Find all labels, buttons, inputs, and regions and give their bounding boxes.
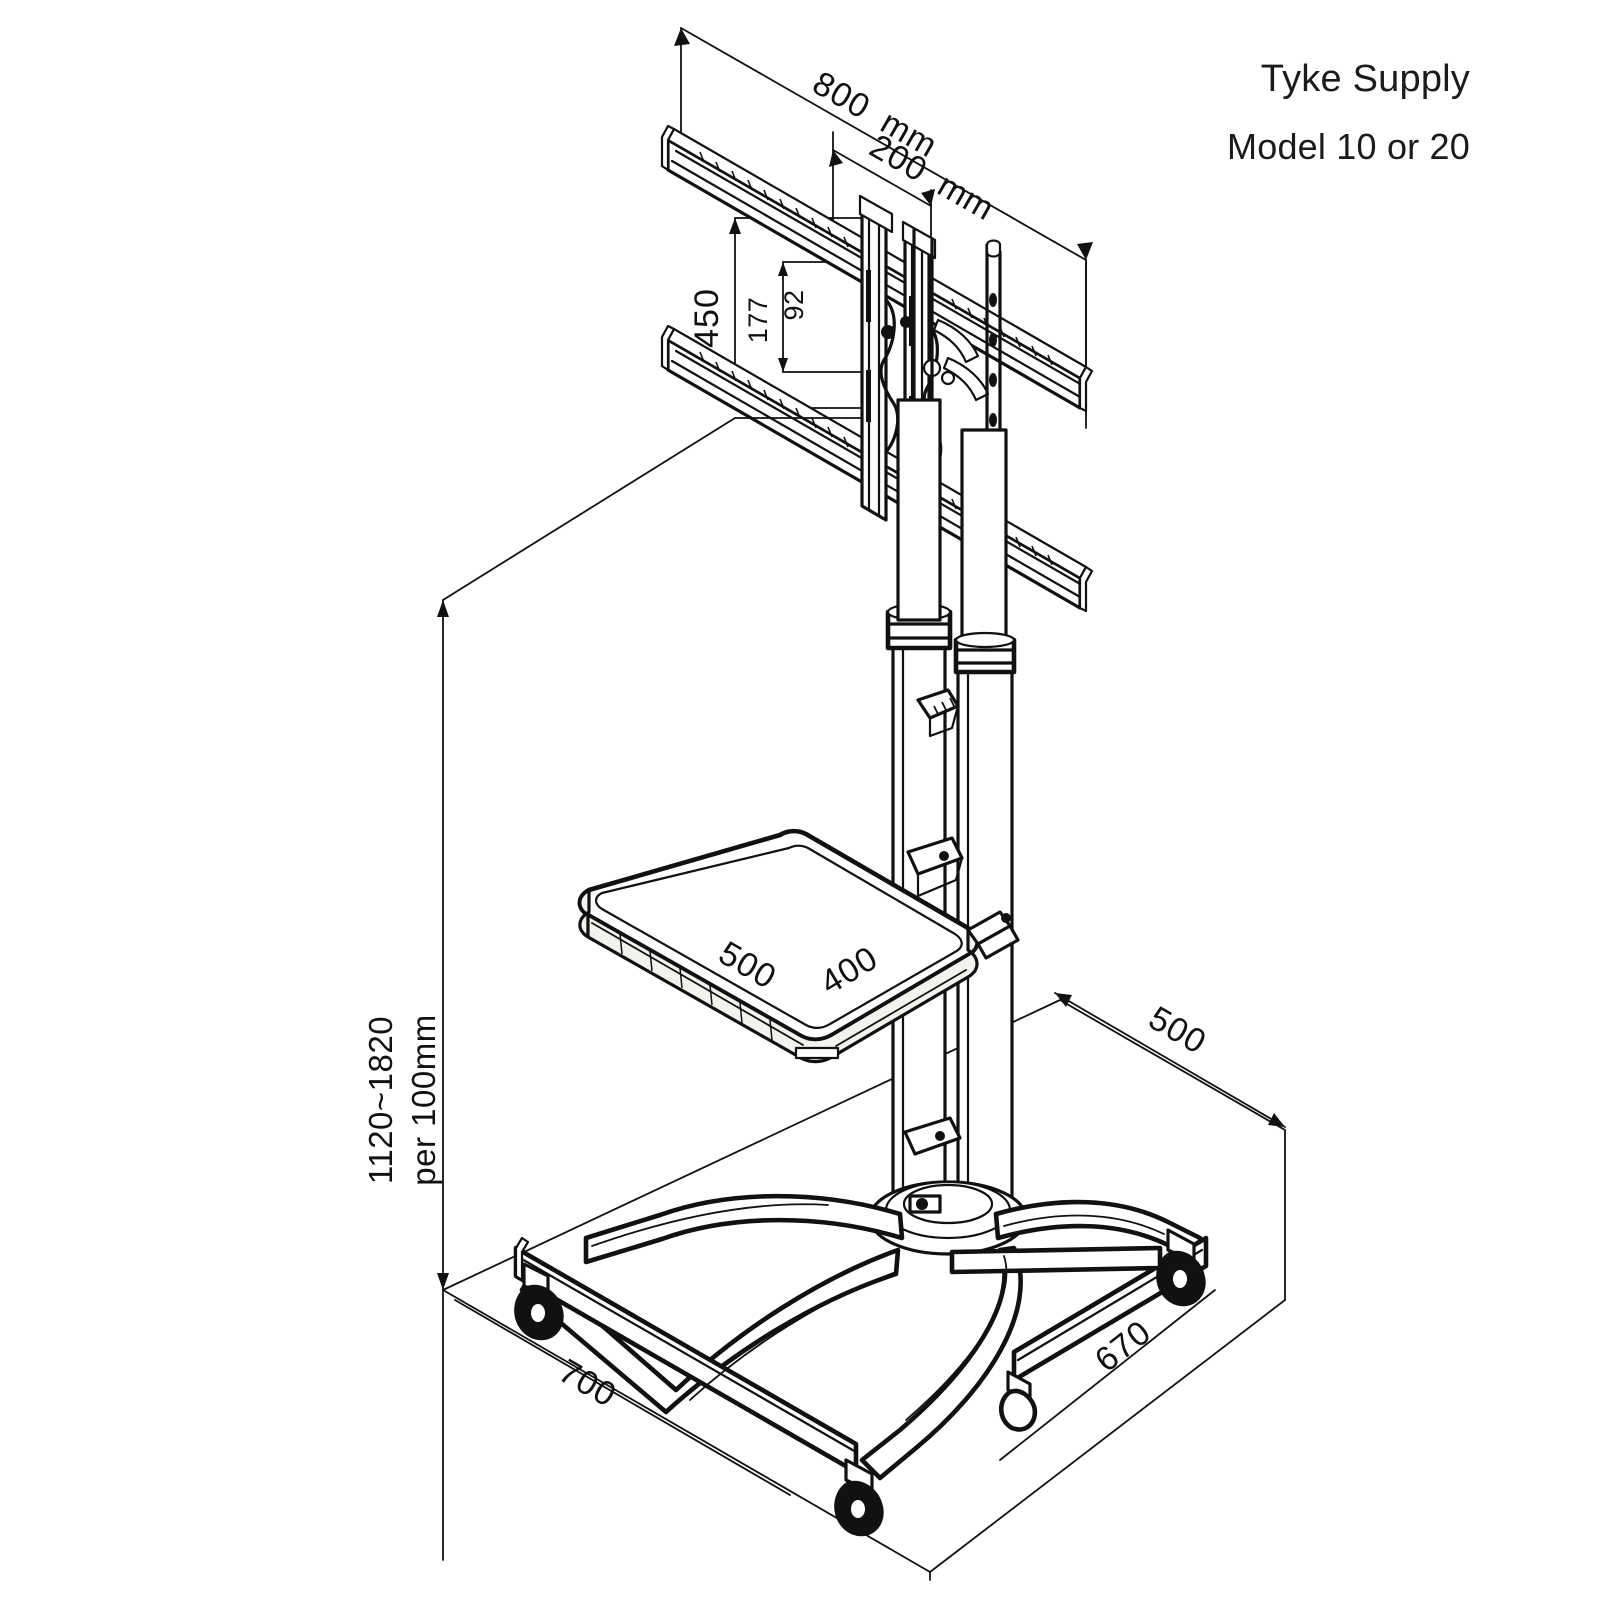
base-leg-front-right-line — [905, 1255, 1008, 1421]
lower-rail-right-cap — [1078, 565, 1094, 613]
column-cable-clip-underside — [928, 704, 960, 738]
base-hub-bolt — [916, 1198, 928, 1210]
caster-back-wheel — [998, 1388, 1038, 1432]
dim-arrow-bot-177 — [778, 358, 788, 372]
company-name: Tyke Supply — [1260, 58, 1470, 100]
column-lower-bolt — [935, 1131, 945, 1141]
dim-label-height-increment: per 100mm — [405, 1014, 442, 1185]
bracket-pivot-bolt-2 — [900, 316, 912, 328]
column-rear-collar-top-ellipse — [954, 631, 1016, 649]
caster-left-hub — [531, 1304, 545, 1322]
dim-arrow-right-800 — [1077, 242, 1093, 260]
envelope-top-left-slant — [442, 417, 736, 601]
base-leg-back-right-line — [1003, 1214, 1165, 1235]
dim-label-200-unit: mm — [931, 166, 1001, 228]
bracket-pivot-bolt-1 — [881, 325, 895, 339]
caster-wheel — [998, 1370, 1038, 1432]
shelf-inner-outline — [594, 844, 963, 1029]
base-bar-left-line — [518, 1256, 858, 1454]
bracket-left-slot-2 — [866, 370, 871, 422]
shelf-edge-line-1 — [591, 922, 804, 1046]
shelf-mount-bracket-underside — [916, 856, 964, 898]
caster-wheels-group — [514, 1228, 1206, 1537]
curved-base-frame — [513, 1193, 1209, 1481]
base-bar-left-cap-a — [514, 1236, 530, 1282]
shelf-tab-bolt — [1001, 913, 1011, 923]
dim-line-base-500 — [1054, 992, 1286, 1128]
title-block: Tyke Supply Model 10 or 20 — [1227, 58, 1470, 168]
caster-wheel — [834, 1458, 884, 1537]
bracket-left-slot-1 — [866, 270, 871, 322]
dim-arrow-base-500-b — [1268, 1113, 1285, 1127]
lower-rail-slot-hatch — [699, 351, 1053, 566]
base-leg-front-right — [859, 1245, 1023, 1481]
base-hub-plate-inner — [884, 1180, 1012, 1240]
lower-rail-left-cap — [660, 324, 676, 372]
accessory-shelf: 500 400 — [577, 828, 1020, 1064]
dim-label-base-500: 500 — [1142, 999, 1213, 1062]
base-leg-back-left — [583, 1193, 905, 1265]
dim-arrow-right-200 — [921, 189, 935, 206]
dim-arrow-bot-height — [437, 1273, 449, 1290]
dim-line-800 — [680, 27, 1087, 261]
caster-wheel — [514, 1262, 564, 1341]
dim-line-base-670 — [999, 1289, 1216, 1461]
base-leg-front-left-line — [689, 1271, 897, 1401]
column-cable-clip-hatch — [933, 697, 955, 715]
caster-right-hub — [1173, 1270, 1187, 1288]
dim-arrow-top-height — [437, 600, 449, 617]
floorbox-edge-front-right — [929, 1299, 1286, 1573]
upper-rail-left-cap — [660, 124, 676, 172]
floorbox-edge-back-right — [1059, 999, 1286, 1131]
shelf-edge-front — [586, 913, 979, 1064]
bracket-tilt-arm-2 — [942, 356, 990, 402]
bracket-top-knuckle-2 — [901, 220, 937, 260]
column-front-upper-body — [896, 398, 942, 622]
dim-label-800: 800 — [806, 64, 877, 127]
leader-lines-group — [734, 414, 1087, 429]
bracket-tilt-arm — [932, 318, 980, 364]
base-hub-ring — [902, 1183, 994, 1225]
shelf-column-tab-2 — [976, 924, 1020, 960]
model-name: Model 10 or 20 — [1227, 125, 1470, 167]
dim-label-450: 450 — [688, 288, 726, 348]
shelf-mount-bolt — [939, 851, 949, 861]
dim-arrow-top-450 — [729, 218, 741, 234]
dim-label-92: 92 — [779, 289, 809, 320]
column-rear-upper-body — [960, 428, 1008, 652]
reference-envelope-group: 1120~1820 per 100mm — [362, 417, 736, 1291]
base-leg-back-left-line — [591, 1203, 829, 1247]
dim-arrow-top-177 — [778, 262, 788, 276]
bracket-top-knuckle — [858, 194, 894, 234]
dim-arrow-left-200 — [829, 150, 843, 167]
dim-line-base-700 — [454, 1299, 791, 1496]
dim-arrow-left-800 — [674, 28, 690, 46]
dim-line-200 — [832, 149, 932, 207]
shelf-front-lip — [794, 1046, 840, 1060]
caster-wheel — [1156, 1228, 1206, 1307]
upper-rail-right-cap — [1078, 365, 1094, 413]
base-bar-center-right — [949, 1245, 1163, 1275]
dim-arrow-base-500-a — [1055, 993, 1072, 1007]
shelf-edge-line-2 — [835, 969, 967, 1047]
shelf-edge-hatch — [619, 933, 773, 1041]
bracket-pivot-bolt-4 — [940, 370, 956, 386]
column-rear-tube-cap — [985, 239, 1002, 258]
dim-label-height-range: 1120~1820 — [362, 1016, 399, 1184]
caster-front-hub — [851, 1500, 865, 1518]
column-lower-bracket — [903, 1116, 962, 1156]
base-hub — [868, 1180, 1028, 1256]
dim-label-177: 177 — [743, 297, 773, 344]
